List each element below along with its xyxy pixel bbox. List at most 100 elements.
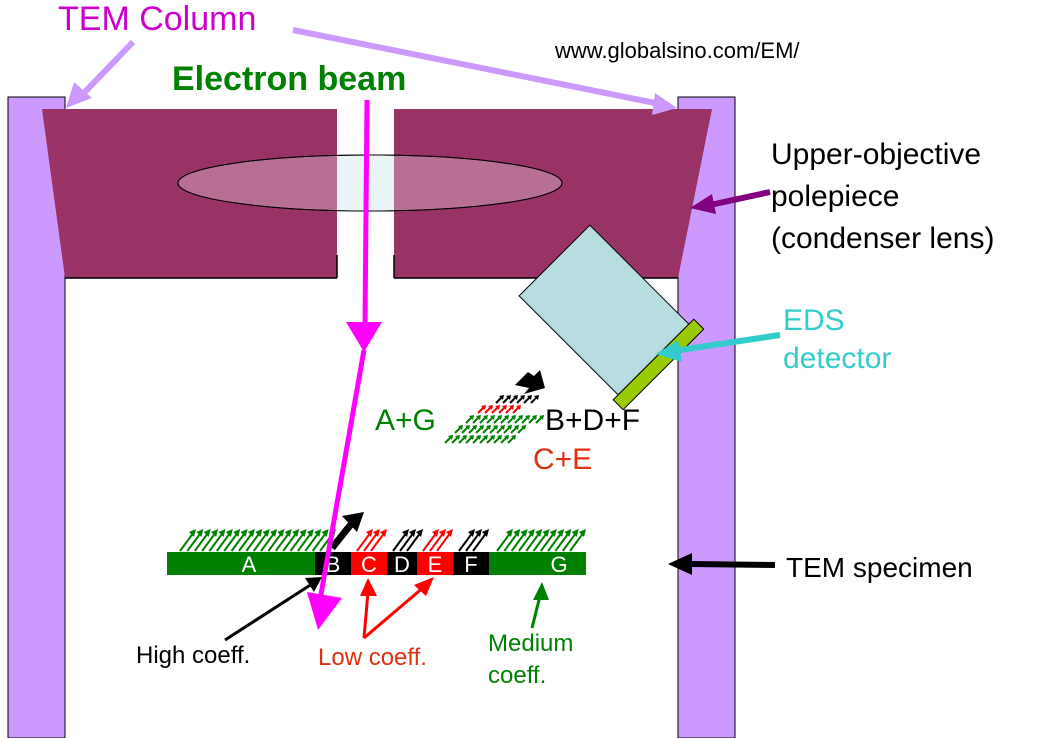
specimen-region-label: C — [361, 552, 377, 577]
xray-emission-arrow — [436, 531, 452, 552]
xray-emission-arrowhead — [306, 529, 314, 537]
specimen-region-d — [387, 552, 417, 575]
xray-emission-arrow — [297, 531, 313, 552]
xray-emission-arrow — [179, 531, 195, 552]
xray-detected-arrowhead — [539, 415, 544, 420]
low-coeff-pointer-c-head — [360, 578, 377, 596]
xray-emission-arrowhead — [196, 529, 204, 537]
xray-emission-arrowhead — [468, 529, 475, 537]
xray-detected-arrowhead — [483, 415, 488, 420]
xray-detected-arrowhead — [502, 405, 507, 410]
xray-detected-arrowhead — [455, 435, 460, 440]
eds-detector-label: EDS detector — [783, 304, 892, 375]
xray-emission-arrowhead — [373, 529, 380, 537]
polepiece-arrowhead — [690, 194, 716, 214]
xray-detected-arrowhead — [497, 415, 502, 420]
xray-emission-arrowhead — [432, 529, 439, 537]
xray-emission-arrowhead — [446, 529, 453, 537]
xray-emission-arrow — [267, 531, 284, 552]
xray-emission-arrowhead — [557, 529, 565, 537]
low-coeff-pointer-c — [362, 591, 370, 639]
xray-detected-arrowhead — [483, 435, 488, 440]
xray-emission-arrow — [245, 531, 262, 552]
xray-emission-arrow — [238, 531, 254, 552]
specimen-region-label: F — [464, 552, 477, 577]
xray-group-a-plus-g: A+G — [375, 404, 436, 437]
xray-group-c-plus-e: C+E — [533, 443, 593, 476]
xray-detected-arrowhead — [534, 395, 539, 400]
tem-column-arrow-right — [292, 27, 661, 107]
xray-detected-arrowhead — [504, 415, 509, 420]
xray-emission-arrows — [179, 529, 586, 552]
high-coeff-label: High coeff. — [136, 642, 251, 669]
tem-column-arrowhead-left — [66, 82, 92, 108]
xray-emission-arrow — [429, 531, 445, 552]
xray-emission-arrowhead — [571, 529, 579, 537]
xray-detected-arrowhead — [514, 425, 519, 430]
xray-emission-arrow — [274, 531, 291, 552]
tem-specimen-arrowhead — [668, 553, 692, 575]
xray-detected-arrowhead — [476, 415, 481, 420]
xray-emission-arrow — [569, 531, 585, 552]
medium-coeff-pointer — [530, 595, 542, 629]
xray-detected-arrowhead — [488, 405, 493, 410]
xray-emission-arrowhead — [262, 529, 270, 537]
specimen-region-g — [489, 552, 586, 575]
high-coeff-emission-arrow — [329, 520, 355, 551]
xray-emission-arrow — [465, 531, 481, 552]
xray-detected-arrowhead — [499, 395, 504, 400]
low-coeff-label: Low coeff. — [318, 644, 427, 671]
specimen-region-a — [167, 552, 315, 575]
xray-detected-arrows — [444, 395, 544, 444]
high-coeff-pointer — [224, 580, 316, 642]
xray-emission-arrowhead — [513, 529, 521, 537]
specimen-region-label: G — [550, 552, 567, 577]
low-coeff-pointer-e-head — [414, 577, 434, 596]
xray-emission-arrowhead — [549, 529, 557, 537]
tem-specimen-arrow — [689, 561, 776, 568]
xray-emission-arrow — [458, 531, 474, 552]
specimen-region-f — [453, 552, 489, 575]
xray-detected-arrowhead — [504, 435, 509, 440]
polepiece-left-half — [42, 109, 337, 278]
xray-emission-arrowhead — [535, 529, 543, 537]
medium-coeff-label: Medium coeff. — [488, 630, 574, 689]
specimen-region-e — [417, 552, 453, 575]
eds-arrow — [679, 332, 781, 353]
lens-ellipse-outline — [177, 154, 563, 212]
polepiece-arrow — [709, 189, 771, 208]
xray-emission-arrow — [201, 531, 217, 552]
xray-emission-arrow — [216, 531, 232, 552]
electron-beam-label: Electron beam — [172, 60, 407, 98]
high-coeff-pointer-head — [305, 577, 322, 592]
xray-detected-arrowhead — [520, 395, 525, 400]
xray-emission-arrow — [260, 531, 276, 552]
xray-emission-arrowhead — [225, 529, 233, 537]
xray-emission-arrowhead — [211, 529, 219, 537]
eds-detector-window — [612, 318, 705, 411]
xray-detected-arrowhead — [469, 435, 474, 440]
xray-emission-arrowhead — [520, 529, 528, 537]
xray-emission-arrowhead — [284, 529, 292, 537]
xray-emission-arrow — [208, 531, 225, 552]
xray-emission-arrow — [399, 531, 415, 552]
xray-emission-arrowhead — [270, 529, 278, 537]
xray-emission-arrowhead — [579, 529, 586, 537]
xray-emission-arrowhead — [314, 529, 322, 537]
tem-column-arrow-left — [79, 39, 136, 98]
low-coeff-pointer-e — [363, 584, 426, 640]
electron-beam-arrowhead-bottom — [307, 592, 342, 630]
xray-detected-arrowhead — [511, 415, 516, 420]
xray-emission-arrowhead — [255, 529, 263, 537]
specimen-region-c — [351, 552, 387, 575]
xray-emission-arrowhead — [402, 529, 409, 537]
xray-emission-arrow — [406, 531, 422, 552]
xray-emission-arrow — [356, 531, 372, 552]
xray-emission-arrow — [525, 531, 542, 552]
eds-detector — [518, 224, 705, 411]
electron-beam-upper — [362, 99, 370, 326]
xray-detected-arrowhead — [507, 425, 512, 430]
xray-detected-arrowhead — [527, 395, 532, 400]
xray-detected-arrowhead — [513, 395, 518, 400]
